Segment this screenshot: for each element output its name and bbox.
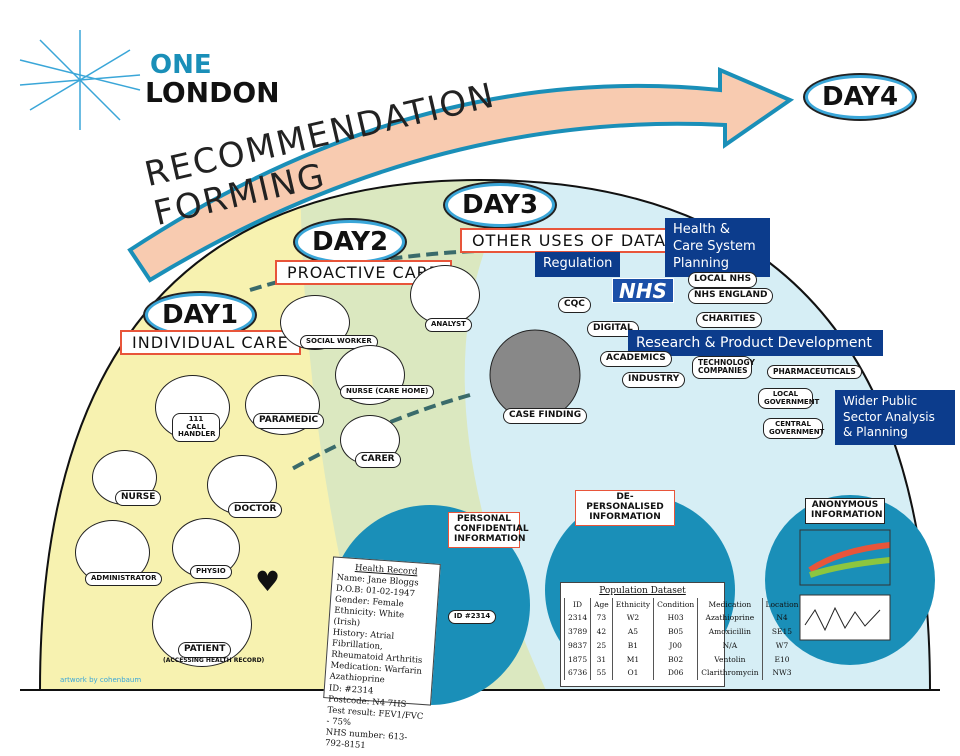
table-cell: 42 [590, 625, 613, 639]
table-cell: B05 [653, 625, 698, 639]
role-analyst: ANALYST [425, 318, 472, 332]
table-cell: A5 [611, 625, 654, 639]
logo-line2: LONDON [145, 76, 280, 109]
table-cell: 9837 [563, 638, 591, 653]
day2-badge: DAY2 [295, 220, 406, 264]
table-cell: Azathioprine [697, 611, 763, 626]
role-physio: PHYSIO [190, 565, 232, 579]
table-cell: 31 [590, 652, 613, 667]
id-badge: ID #2314 [448, 610, 497, 624]
table-cell: 6736 [563, 666, 591, 681]
column-header: Ethnicity [611, 597, 654, 612]
nhs-england-tag: NHS ENGLAND [688, 288, 774, 304]
day3-subtitle: OTHER USES OF DATA [460, 228, 679, 253]
table-cell: H03 [653, 611, 698, 626]
role-social-worker: SOCIAL WORKER [300, 335, 378, 349]
table-cell: W7 [761, 638, 802, 653]
field-key: D.O.B: [335, 583, 364, 596]
day3-badge: DAY3 [445, 183, 556, 227]
role-nurse: NURSE [115, 490, 162, 506]
research-label: Research & Product Development [628, 330, 883, 357]
day4-badge: DAY4 [805, 75, 916, 119]
table-cell: Ventolin [697, 652, 763, 667]
artwork-credit: artwork by cohenbaum [60, 676, 142, 684]
wider-public-sector-label: Wider Public Sector Analysis & Planning [835, 390, 955, 445]
role-paramedic: PARAMEDIC [253, 413, 325, 429]
table-cell: SE15 [761, 625, 802, 639]
table-cell: B1 [611, 638, 654, 653]
column-header: ID [563, 597, 591, 612]
pharmaceuticals-tag: PHARMACEUTICALS [767, 365, 862, 380]
table-cell: 55 [590, 666, 613, 681]
field-value: #2314 [344, 684, 374, 697]
charities-tag: CHARITIES [696, 312, 762, 328]
table-cell: NW3 [761, 666, 802, 681]
digital-tag: DIGITAL [587, 321, 639, 337]
table-cell: 73 [590, 611, 613, 626]
column-header: Medication [697, 597, 763, 612]
role-patient-note: (ACCESSING HEALTH RECORD) [163, 657, 265, 664]
table-cell: D06 [653, 666, 698, 681]
planning-label: Health & Care System Planning [665, 218, 770, 277]
cqc-tag: CQC [558, 297, 591, 313]
logo-line1: ONE [150, 50, 212, 80]
table-cell: B02 [653, 652, 698, 667]
column-header: Location [761, 597, 802, 612]
column-header: Age [590, 597, 613, 612]
day1-subtitle: INDIVIDUAL CARE [120, 330, 301, 355]
local-government-tag: LOCAL GOVERNMENT [758, 388, 819, 410]
table-cell: J00 [653, 638, 698, 653]
table-cell: Amoxicillin [697, 625, 763, 639]
industry-tag: INDUSTRY [622, 372, 686, 388]
personal-info-label: PERSONAL CONFIDENTIAL INFORMATION [448, 512, 529, 548]
population-dataset-title: Population Dataset [599, 586, 686, 596]
role-administrator: ADMINISTRATOR [85, 572, 163, 586]
table-cell: E10 [761, 652, 802, 667]
academics-tag: ACADEMICS [600, 351, 672, 367]
role-carer: CARER [355, 452, 401, 468]
field-value: N4 7HS [371, 697, 407, 710]
table-cell: 3789 [563, 625, 591, 639]
table-cell: O1 [611, 666, 654, 681]
depersonalised-info-label: DE-PERSONALISED INFORMATION [575, 490, 675, 526]
regulation-label: Regulation [535, 252, 621, 277]
table-cell: W2 [611, 611, 654, 626]
role-patient: PATIENT [178, 642, 232, 658]
anonymous-info-label: ANONYMOUS INFORMATION [805, 498, 885, 524]
field-value: Female [372, 597, 404, 610]
field-key: ID: [328, 682, 343, 694]
heart-icon: ♥ [255, 565, 281, 598]
nhs-logo: NHS [612, 278, 674, 303]
table-cell: Clarithromycin [697, 666, 763, 681]
analyst-bubble [410, 265, 480, 325]
role-111-call-handler: 111 CALL HANDLER [172, 413, 220, 443]
table-cell: N/A [697, 638, 763, 653]
technology-companies-tag: TECHNOLOGY COMPANIES [692, 356, 755, 379]
central-government-tag: CENTRAL GOVERNMENT [763, 418, 824, 440]
table-cell: N4 [761, 611, 802, 626]
field-key: Name: [336, 572, 366, 585]
role-case-finding: CASE FINDING [503, 408, 588, 424]
table-cell: M1 [611, 652, 654, 667]
table-cell: 1875 [563, 652, 591, 667]
table-cell: 2314 [563, 611, 591, 626]
table-cell: 25 [590, 638, 613, 653]
column-header: Condition [653, 597, 698, 612]
local-nhs-tag: LOCAL NHS [688, 272, 758, 288]
role-nurse-care-home: NURSE (CARE HOME) [340, 385, 435, 399]
role-doctor: DOCTOR [228, 502, 283, 518]
